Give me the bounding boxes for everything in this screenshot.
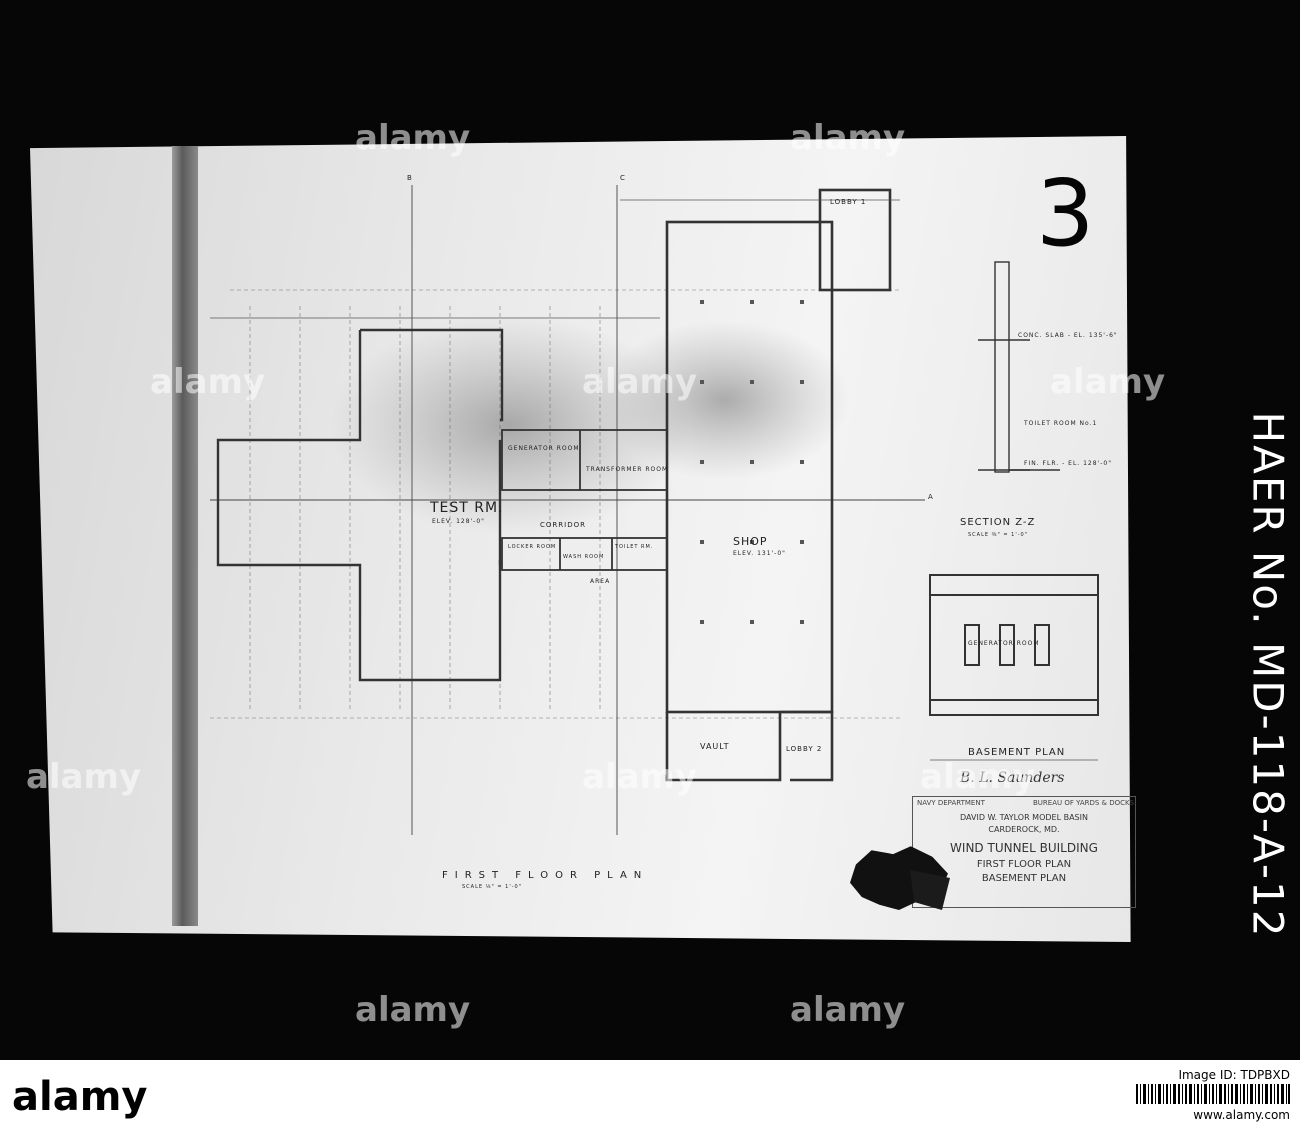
- watermark-text: alamy: [150, 362, 266, 402]
- sheet-left-edge-stain: [172, 146, 198, 926]
- test-room-walls: [216, 328, 504, 682]
- title-block-line1: DAVID W. TAYLOR MODEL BASIN: [960, 813, 1088, 822]
- section-title: SECTION Z-Z: [960, 517, 1036, 528]
- section-label-conc-slab: CONC. SLAB - EL. 135'-6": [1018, 332, 1118, 339]
- barcode-icon: [1136, 1084, 1290, 1104]
- room-elev-test-room: ELEV. 128'-0": [432, 518, 485, 525]
- footer-bar: alamy Image ID: TDPBXD www.alamy.com: [0, 1060, 1300, 1134]
- room-label-area: AREA: [590, 578, 611, 585]
- room-label-shop: SHOP: [733, 535, 768, 548]
- section-label-toilet-room-no1: TOILET ROOM No.1: [1024, 420, 1098, 427]
- footer-logo: alamy: [12, 1074, 148, 1120]
- title-block-line2: CARDEROCK, MD.: [988, 825, 1060, 834]
- first-floor-plan-title: FIRST FLOOR PLAN: [442, 870, 649, 881]
- watermark-text: alamy: [26, 757, 142, 797]
- basement-plan-title: BASEMENT PLAN: [968, 747, 1066, 758]
- signature: B. L. Saunders: [960, 770, 1065, 786]
- section-label-fin-flr: FIN. FLR. - EL. 128'-0": [1024, 460, 1112, 467]
- title-block-bureau: BUREAU OF YARDS & DOCKS: [1033, 799, 1135, 807]
- sheet-number: 3: [1036, 160, 1095, 267]
- first-floor-plan-scale: SCALE ⅛" = 1'-0": [462, 884, 522, 890]
- basement-plan-walls: [929, 574, 1099, 716]
- dimension-lines: [210, 199, 1098, 761]
- shop-walls: [665, 188, 892, 782]
- room-elev-shop: ELEV. 131'-0": [733, 550, 786, 557]
- grid-label-a: A: [928, 493, 934, 501]
- grid-label-c: C: [620, 174, 626, 182]
- room-label-lobby-1: LOBBY 1: [830, 198, 867, 206]
- title-block-line4: FIRST FLOOR PLAN: [976, 859, 1072, 870]
- section-scale: SCALE ⅜" = 1'-0": [968, 532, 1028, 538]
- room-label-transformer-room: TRANSFORMER ROOM: [586, 466, 669, 473]
- haer-number: HAER No. MD-118-A-12: [1243, 411, 1293, 939]
- footer-site: www.alamy.com: [1193, 1108, 1290, 1122]
- basement-label-generator-room: GENERATOR ROOM: [968, 640, 1040, 647]
- stain-smudge-2: [600, 320, 850, 480]
- room-label-generator-room: GENERATOR ROOM: [508, 445, 580, 452]
- section-z-z-detail: [978, 261, 1060, 473]
- title-block-department: NAVY DEPARTMENT: [917, 799, 985, 807]
- room-label-wash-room: WASH ROOM: [563, 554, 605, 560]
- floor-plan-drawing: [210, 185, 1099, 835]
- watermark-text: alamy: [790, 990, 906, 1030]
- blueprint-sheet: [30, 136, 1131, 942]
- title-block-line5: BASEMENT PLAN: [981, 873, 1067, 884]
- watermark-text: alamy: [582, 757, 698, 797]
- title-block: NAVY DEPARTMENT BUREAU OF YARDS & DOCKS …: [912, 796, 1136, 908]
- watermark-text: alamy: [790, 118, 906, 158]
- room-label-locker-room: LOCKER ROOM: [508, 544, 557, 550]
- room-label-vault: VAULT: [700, 742, 730, 751]
- watermark-text: alamy: [355, 990, 471, 1030]
- column-grid: [700, 300, 804, 624]
- watermark-text: alamy: [920, 757, 1036, 797]
- watermark-text: alamy: [355, 118, 471, 158]
- footer-image-id: Image ID: TDPBXD: [1178, 1068, 1290, 1082]
- title-block-line3: WIND TUNNEL BUILDING: [950, 841, 1098, 855]
- room-label-test-room: TEST RM.: [430, 500, 504, 516]
- room-label-lobby-2: LOBBY 2: [786, 745, 823, 753]
- room-label-toilet-room: TOILET RM.: [615, 544, 654, 550]
- watermark-text: alamy: [582, 362, 698, 402]
- room-label-corridor: CORRIDOR: [540, 521, 586, 529]
- watermark-text: alamy: [1050, 362, 1166, 402]
- grid-label-b: B: [407, 174, 413, 182]
